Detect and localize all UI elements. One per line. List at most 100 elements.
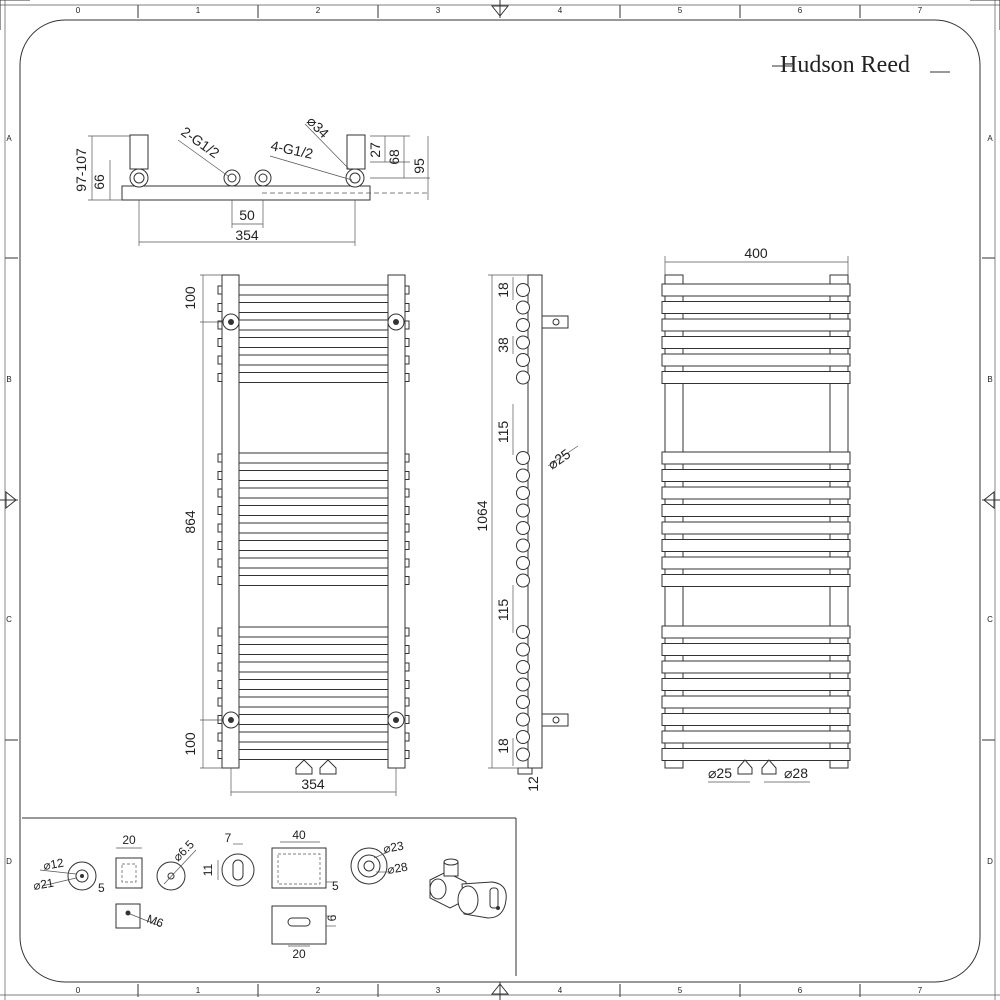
dim-inlet2: 2-G1/2 bbox=[178, 123, 222, 161]
front-bar-end bbox=[404, 627, 410, 637]
col-label-top-6: 6 bbox=[798, 6, 803, 15]
back-bar bbox=[661, 539, 851, 552]
brand-name: Hudson Reed bbox=[780, 52, 910, 78]
back-view: 400 ⌀25 ⌀28 bbox=[661, 245, 851, 783]
front-bar-end bbox=[217, 506, 223, 515]
side-valve-stub bbox=[517, 767, 533, 775]
side-tube bbox=[516, 677, 530, 692]
back-valve-right bbox=[761, 759, 777, 775]
front-bar-end bbox=[404, 750, 410, 759]
front-bar bbox=[238, 522, 389, 534]
back-bar bbox=[661, 643, 851, 656]
front-bar bbox=[238, 749, 389, 760]
front-post-right bbox=[387, 274, 406, 769]
front-bars bbox=[217, 284, 410, 760]
detail-m6: M6 bbox=[145, 912, 166, 931]
front-bar bbox=[238, 696, 389, 708]
front-post-left bbox=[221, 274, 240, 769]
front-bar bbox=[238, 679, 389, 690]
top-view: 97-107 66 2-G1/2 4-G1/2 ⌀34 27 68 95 50 … bbox=[73, 113, 430, 246]
front-bar bbox=[238, 470, 389, 481]
front-bar-end bbox=[404, 523, 410, 533]
back-bars bbox=[661, 283, 851, 761]
back-bar bbox=[661, 625, 851, 639]
front-bar-end bbox=[217, 355, 223, 365]
valve-right bbox=[346, 134, 366, 170]
front-view: 100 864 100 354 bbox=[182, 274, 410, 796]
front-bar-end bbox=[217, 488, 223, 498]
front-bar-end bbox=[404, 285, 410, 295]
row-label-right-d: D bbox=[987, 857, 993, 866]
side-tube bbox=[516, 318, 530, 332]
side-tube bbox=[516, 353, 530, 367]
side-tube bbox=[516, 538, 530, 553]
dim-h95: 95 bbox=[411, 158, 427, 174]
detail-twenty-a: 20 bbox=[122, 833, 136, 847]
dim-front-w354: 354 bbox=[301, 776, 325, 792]
top-view-rail bbox=[121, 185, 371, 201]
front-bar-end bbox=[217, 523, 223, 533]
front-bar bbox=[238, 644, 389, 655]
front-bar-end bbox=[404, 732, 410, 742]
front-bar-end bbox=[404, 320, 410, 330]
side-tube bbox=[516, 556, 530, 570]
side-tube bbox=[516, 747, 530, 762]
front-bar bbox=[238, 731, 389, 743]
dim-side-115-a: 115 bbox=[495, 421, 511, 444]
front-bar-end bbox=[404, 488, 410, 498]
dim-side-38: 38 bbox=[495, 337, 511, 353]
front-bar-end bbox=[217, 373, 223, 382]
col-label-bottom-1: 1 bbox=[196, 986, 201, 995]
detail-d21: ⌀21 bbox=[32, 876, 55, 893]
dim-back-d28: ⌀28 bbox=[784, 765, 808, 781]
front-bar-end bbox=[217, 627, 223, 637]
back-bar bbox=[661, 486, 851, 500]
side-tube bbox=[516, 712, 530, 727]
dim-range: 97-107 bbox=[73, 148, 89, 192]
dim-side-115-b: 115 bbox=[495, 599, 511, 622]
front-bar bbox=[238, 575, 389, 586]
front-bar-end bbox=[404, 715, 410, 724]
row-label-right-a: A bbox=[987, 134, 993, 143]
detail-panel: ⌀12 ⌀21 5 20 M6 ⌀6.5 7 11 40 5 bbox=[22, 817, 517, 976]
back-bar bbox=[661, 574, 851, 587]
front-bar-end bbox=[404, 697, 410, 707]
back-bar bbox=[661, 504, 851, 517]
back-bar bbox=[661, 660, 851, 674]
dim-h68: 68 bbox=[386, 149, 402, 165]
front-bar bbox=[238, 487, 389, 499]
back-bar bbox=[661, 283, 851, 297]
front-bar-end bbox=[404, 338, 410, 347]
back-bar bbox=[661, 336, 851, 349]
col-label-bottom-6: 6 bbox=[798, 986, 803, 995]
front-bar-end bbox=[217, 662, 223, 672]
front-bar bbox=[238, 452, 389, 464]
back-bar bbox=[661, 556, 851, 570]
back-valve-left bbox=[737, 759, 753, 775]
dim-back-w400: 400 bbox=[744, 245, 768, 261]
row-label-left-b: B bbox=[6, 375, 11, 384]
dim-side-12: 12 bbox=[525, 776, 541, 792]
dim-side-18-top: 18 bbox=[495, 282, 511, 298]
detail-twenty-b: 20 bbox=[292, 947, 306, 961]
dim-top100: 100 bbox=[182, 286, 198, 310]
detail-m6-plate bbox=[115, 903, 141, 929]
dim-side-18-bot: 18 bbox=[495, 738, 511, 754]
back-bar bbox=[661, 521, 851, 535]
dim-mid864: 864 bbox=[182, 510, 198, 534]
dim-side-1064: 1064 bbox=[474, 500, 490, 531]
side-tube bbox=[516, 573, 530, 588]
front-bar-end bbox=[217, 645, 223, 654]
front-bar-end bbox=[404, 558, 410, 568]
front-bar-end bbox=[404, 541, 410, 550]
side-tube bbox=[516, 660, 530, 674]
dim-h66: 66 bbox=[91, 174, 107, 190]
col-label-top-2: 2 bbox=[316, 6, 321, 15]
side-tube bbox=[516, 451, 530, 465]
detail-forty: 40 bbox=[292, 828, 306, 842]
back-bar bbox=[661, 748, 851, 761]
col-label-top-7: 7 bbox=[918, 6, 923, 15]
detail-d12: ⌀12 bbox=[42, 856, 65, 873]
